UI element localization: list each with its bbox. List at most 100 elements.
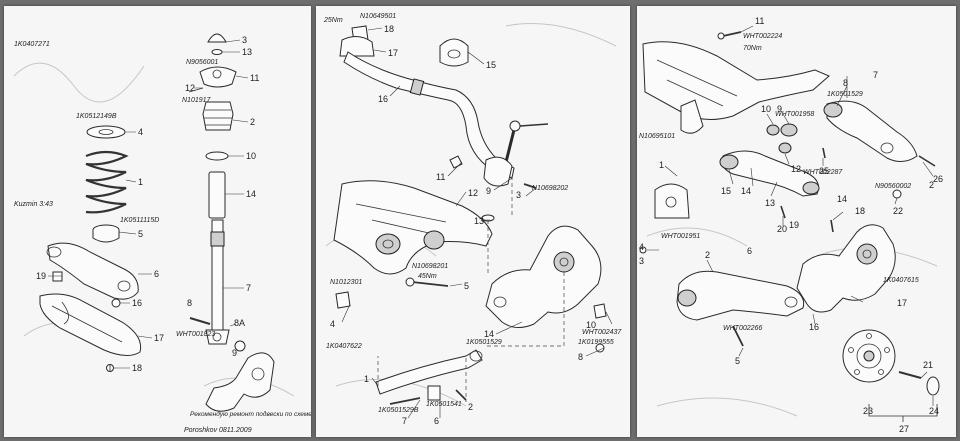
wheel-carrier-part: [796, 224, 896, 313]
lower-control-arm-part: [676, 270, 805, 321]
lower-cover-part: [39, 293, 142, 356]
stabilizer-bushing-part: [439, 38, 469, 67]
part-number-label: 2: [705, 250, 710, 260]
part-number-label: 6: [434, 416, 439, 426]
handwritten-note: N1012301: [330, 279, 362, 286]
part-number-label: 17: [388, 48, 398, 58]
handwritten-note: N10698202: [532, 185, 568, 192]
handwritten-note: WHT002287: [803, 169, 843, 176]
handwritten-note: 1K0501529: [827, 91, 863, 98]
part-number-label: 11: [755, 16, 764, 26]
part-number-label: 12: [468, 188, 478, 198]
part-number-label: 9: [777, 104, 782, 114]
part-number-label: 10: [246, 151, 256, 161]
part-number-label: 8: [843, 78, 848, 88]
handwritten-note: 70Nm: [743, 45, 762, 52]
part-number-label: 3: [242, 35, 247, 45]
part-number-label: 22: [893, 206, 903, 216]
part-number-label: 14: [484, 329, 494, 339]
part-number-label: 15: [721, 186, 731, 196]
part-number-label: 7: [402, 416, 407, 426]
handwritten-note: 1K0407622: [326, 343, 362, 350]
part-number-label: 14: [837, 194, 847, 204]
mounting-bracket-part: [654, 183, 690, 219]
part-number-label: 3: [516, 190, 521, 200]
part-number-label: 10: [586, 320, 596, 330]
part-number-label: 7: [246, 283, 251, 293]
part-number-label: 10: [761, 104, 771, 114]
handwritten-note: 1K0199555: [578, 339, 614, 346]
handwritten-note: N10695101: [639, 133, 675, 140]
part-number-label: 19: [36, 271, 46, 281]
rear-subframe-part: [642, 41, 830, 120]
handwritten-note: 1K0501541: [426, 401, 462, 408]
coil-spring-part: [85, 150, 129, 214]
bump-stop-part: [202, 101, 234, 131]
handwritten-note: 1K0501529B: [378, 407, 419, 414]
handwritten-note: Kuzmin 3:43: [14, 201, 53, 208]
spring-arm-part: [47, 242, 139, 300]
part-number-label: 23: [863, 406, 873, 416]
part-number-label: 12: [791, 164, 801, 174]
part-number-label: 18: [855, 206, 865, 216]
part-number-label: 17: [154, 333, 164, 343]
handwritten-note: WHT002224: [743, 33, 782, 40]
part-number-label: 2: [468, 402, 473, 412]
part-number-label: 9: [232, 348, 237, 358]
handwritten-note: 25Nm: [323, 17, 343, 24]
top-mount-part: [199, 66, 237, 88]
handwritten-note: 1K0511115D: [120, 217, 159, 224]
handwritten-note: 1K0407615: [883, 277, 919, 284]
dust-boot-part: [208, 171, 226, 219]
part-number-label: 14: [741, 186, 751, 196]
wheel-hub-carrier-part: [205, 352, 275, 412]
wheel-hub-part: [842, 329, 896, 383]
part-number-label: 19: [789, 220, 799, 230]
part-number-label: 14: [246, 189, 256, 199]
handwritten-note: WHT001958: [775, 111, 814, 118]
coupling-rod-part: [483, 156, 513, 187]
part-number-label: 13: [765, 198, 775, 208]
part-number-label: 1: [659, 160, 664, 170]
top-cap-part: [207, 33, 227, 43]
part-number-label: 18: [132, 363, 142, 373]
part-number-label: 5: [138, 229, 143, 239]
part-number-label: 4: [639, 242, 644, 252]
handwritten-note: Poroshkov 0811.2009: [184, 427, 252, 434]
handwritten-note: 1K0512149B: [76, 113, 117, 120]
handwritten-note: N90560002: [875, 183, 911, 190]
part-number-label: 3: [639, 256, 644, 266]
part-number-label: 13: [474, 216, 484, 226]
part-number-label: 24: [929, 406, 939, 416]
part-number-label: 9: [486, 186, 491, 196]
part-number-label: 16: [809, 322, 819, 332]
part-number-label: 13: [242, 47, 252, 57]
part-number-label: 17: [897, 298, 907, 308]
upper-control-arm-part: [826, 100, 918, 162]
part-number-label: 15: [486, 60, 496, 70]
part-number-label: 8: [187, 298, 192, 308]
part-number-label: 1: [364, 374, 369, 384]
part-number-label: 6: [747, 246, 752, 256]
part-number-label: 12: [185, 83, 195, 93]
part-number-label: 21: [923, 360, 933, 370]
handwritten-note: N10698201: [412, 263, 448, 270]
part-number-label: 18: [384, 24, 394, 34]
part-number-label: 2: [250, 117, 255, 127]
stabilizer-clamp-part: [339, 36, 375, 57]
lower-link-part: [375, 349, 483, 395]
part-number-label: 25: [819, 166, 829, 176]
part-number-label: 11: [436, 172, 445, 182]
handwritten-note: N101917: [182, 97, 212, 104]
part-number-label: 8: [578, 352, 583, 362]
handwritten-note: N10649501: [360, 13, 396, 20]
upper-spring-seat-part: [86, 125, 126, 139]
part-number-label: 7: [873, 70, 878, 80]
handwritten-note: WHT001823: [176, 331, 215, 338]
part-number-label: 4: [330, 319, 335, 329]
